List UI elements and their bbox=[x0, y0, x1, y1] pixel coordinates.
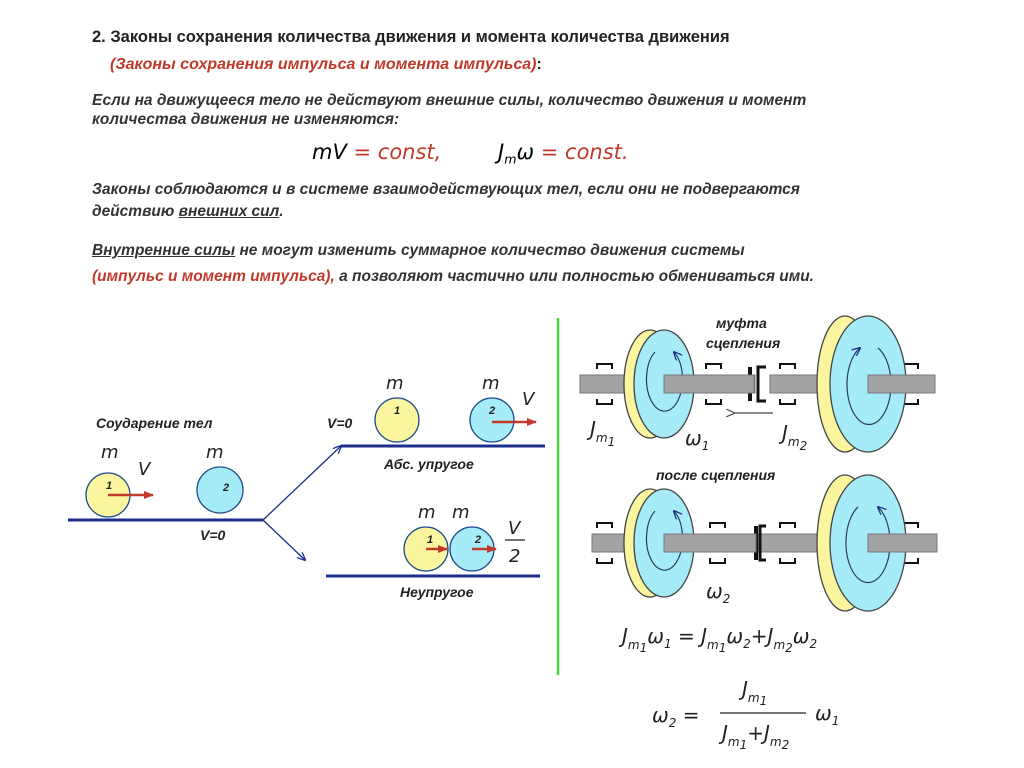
ball-2-initial bbox=[196, 466, 244, 514]
para2-line1: Законы соблюдаются и в системе взаимодей… bbox=[92, 181, 800, 198]
para2-external-forces: внешних сил bbox=[178, 203, 280, 220]
half-v-numerator: V bbox=[508, 518, 522, 539]
final-omega-formula: ω2 = Jm1 Jm1+Jm2 ω1 bbox=[652, 677, 839, 752]
conservation-equation: Jm1ω1 = Jm1ω2+Jm2ω2 bbox=[618, 624, 817, 655]
page-heading: 2. Законы сохранения количества движения… bbox=[92, 28, 730, 46]
rotation-arrow-2-before bbox=[846, 348, 892, 426]
formula-angular-omega: ω bbox=[516, 140, 535, 164]
collision-diagram: Соударение тел m 1 V m 2 V=0 V=0 m 1 m 2… bbox=[68, 373, 545, 600]
ball-1-inelastic-number: 1 bbox=[427, 534, 433, 546]
ball-2-elastic bbox=[469, 397, 515, 443]
equation-line: Jm1ω1 = Jm1ω2+Jm2ω2 bbox=[618, 624, 817, 655]
para2-prefix: действию bbox=[92, 203, 179, 220]
para1-line1: Если на движущееся тело не действуют вне… bbox=[92, 92, 807, 109]
half-v-denominator: 2 bbox=[509, 546, 520, 567]
omega-1-label: ω1 bbox=[685, 426, 709, 453]
inertia-j2-label: Jm2 bbox=[778, 421, 807, 453]
para3-red: (импульс и момент импульса), bbox=[92, 268, 335, 285]
formula-angular-sub: m bbox=[504, 151, 517, 167]
page-subheading: (Законы сохранения импульса и момента им… bbox=[110, 56, 542, 74]
mass-label-inelastic-1: m bbox=[418, 502, 436, 523]
mass-label-inelastic-2: m bbox=[452, 502, 470, 523]
mass-label-elastic-1: m bbox=[386, 373, 404, 394]
ball-1-elastic-number: 1 bbox=[394, 405, 400, 417]
final-lhs: ω2 = bbox=[652, 703, 700, 730]
velocity-label-initial: V bbox=[138, 459, 152, 480]
clutch-after: после сцепления ω2 bbox=[591, 467, 938, 612]
para3-line1-rest: не могут изменить суммарное количество д… bbox=[235, 242, 745, 259]
omega-2-label: ω2 bbox=[706, 579, 730, 606]
mass-label-ball1: m bbox=[101, 442, 119, 463]
ball-1-number: 1 bbox=[106, 480, 112, 492]
shaft-hub-2-before bbox=[867, 374, 936, 394]
formula-angular-rhs: = const. bbox=[534, 140, 629, 164]
after-coupling-label: после сцепления bbox=[656, 467, 775, 483]
elastic-label: Абс. упругое bbox=[383, 456, 474, 472]
ball-2-elastic-number: 2 bbox=[488, 405, 495, 417]
para1-line2: количества движения не изменяются: bbox=[92, 111, 400, 128]
formula-momentum-lhs: mV bbox=[312, 140, 347, 164]
para2-line2: действию внешних сил. bbox=[92, 203, 284, 221]
formula-momentum-rhs: = const, bbox=[346, 140, 442, 164]
formula-angular-j: J bbox=[498, 140, 505, 164]
formula-momentum: mV = const, bbox=[312, 140, 441, 164]
clutch-plate-right bbox=[756, 365, 766, 403]
clutch-before: муфта сцепления Jm1 ω1 Jm2 bbox=[579, 315, 936, 453]
para3-internal-forces: Внутренние силы bbox=[92, 242, 236, 259]
ball-1-elastic bbox=[374, 397, 420, 443]
coupling-label-2: сцепления bbox=[706, 335, 780, 351]
para2-suffix: . bbox=[279, 203, 284, 220]
v-zero-label-elastic: V=0 bbox=[327, 415, 353, 431]
subheading-text: (Законы сохранения импульса и момента им… bbox=[110, 56, 537, 73]
subheading-colon: : bbox=[536, 56, 542, 73]
inelastic-label: Неупругое bbox=[400, 584, 474, 600]
inertia-j1-label: Jm1 bbox=[586, 417, 615, 449]
ball-2-inelastic-number: 2 bbox=[474, 534, 481, 546]
formula-angular-momentum: Jmω = const. bbox=[498, 140, 629, 166]
ball-2-number: 2 bbox=[222, 482, 229, 494]
shaft-hub-1-before bbox=[663, 374, 755, 394]
shaft-hub-1-after bbox=[663, 533, 757, 553]
rotation-arrow-2-after bbox=[845, 507, 891, 584]
branch-arrow-elastic bbox=[262, 446, 341, 521]
rotation-arrow-1-before bbox=[645, 352, 684, 412]
final-numerator: Jm1 bbox=[738, 677, 767, 708]
para3-line2-rest: а позволяют частично или полностью обмен… bbox=[334, 268, 814, 285]
branch-arrow-inelastic bbox=[262, 519, 305, 560]
para3-line2: (импульс и момент импульса), а позволяют… bbox=[92, 268, 814, 286]
mass-label-ball2: m bbox=[206, 442, 224, 463]
para3-line1: Внутренние силы не могут изменить суммар… bbox=[92, 242, 745, 260]
coupling-label-1: муфта bbox=[716, 315, 767, 331]
final-omega-1: ω1 bbox=[815, 701, 839, 728]
clutch-plate-right-after bbox=[758, 524, 766, 562]
final-denominator: Jm1+Jm2 bbox=[718, 721, 789, 752]
v-zero-label-initial: V=0 bbox=[200, 527, 226, 543]
rotation-arrow-1-after bbox=[645, 511, 684, 571]
collision-title: Соударение тел bbox=[96, 415, 213, 431]
velocity-label-elastic: V bbox=[522, 389, 536, 410]
shaft-hub-2-after bbox=[867, 533, 938, 553]
mass-label-elastic-2: m bbox=[482, 373, 500, 394]
